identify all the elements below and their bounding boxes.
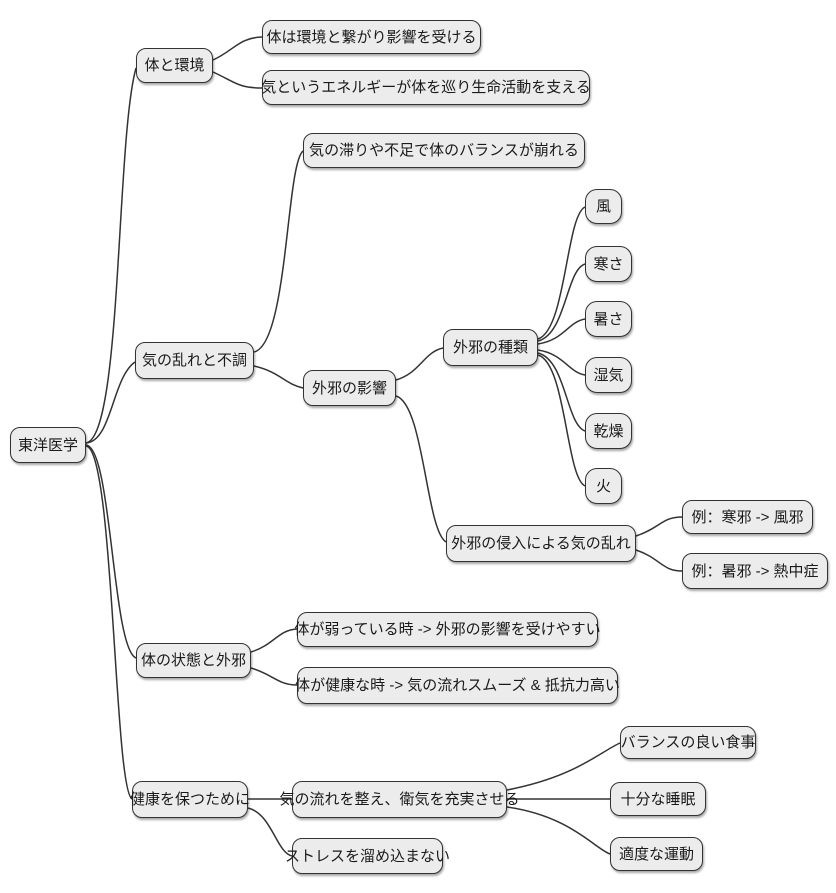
edge-heat — [537, 318, 586, 345]
node-eastern-medicine: 東洋医学 — [10, 427, 86, 463]
edge-body-env-2 — [212, 71, 263, 89]
node-balanced-diet: バランスの良い食事 — [620, 726, 756, 759]
edge-root-body-environment — [85, 67, 137, 444]
edge-weak-body — [250, 628, 298, 653]
node-cold: 寒さ — [585, 246, 632, 282]
node-qi-energy-life: 気というエネルギーが体を巡り生命活動を支える — [261, 70, 591, 105]
node-healthy-body: 体が健康な時 -> 気の流れスムーズ & 抵抗力高い — [295, 667, 620, 704]
edge-balanced-diet — [506, 742, 621, 791]
node-no-stress: ストレスを溜め込まない — [285, 838, 450, 874]
node-qi-stagnation-balance: 気の滞りや不足で体のバランスが崩れる — [303, 133, 585, 168]
edge-humidity — [537, 349, 586, 376]
node-qi-disorder: 気の乱れと不調 — [135, 342, 254, 379]
node-body-and-environment: 体と環境 — [136, 48, 213, 83]
node-dryness: 乾燥 — [585, 413, 632, 449]
edge-moderate-exercise — [506, 806, 611, 855]
node-weak-body: 体が弱っている時 -> 外邪の影響を受けやすい — [294, 612, 601, 647]
node-regulate-qi-flow: 気の流れを整え、衛気を充実させる — [280, 781, 520, 818]
node-external-evil-influence: 外邪の影響 — [303, 370, 396, 406]
edge-wind — [537, 206, 586, 340]
node-evil-invasion-qi-disorder: 外邪の侵入による気の乱れ — [446, 525, 636, 562]
node-humidity: 湿気 — [585, 357, 632, 393]
edge-body-env-1 — [212, 36, 263, 61]
node-example-heat-evil: 例：暑邪 -> 熱中症 — [682, 553, 828, 589]
node-enough-sleep: 十分な睡眠 — [610, 782, 706, 816]
edge-evil-invasion — [395, 395, 447, 543]
node-body-state-and-evil: 体の状態と外邪 — [136, 643, 251, 678]
node-keep-health: 健康を保つために — [130, 781, 250, 818]
edge-healthy-body — [250, 667, 298, 686]
edge-root-body-state — [85, 444, 137, 659]
node-body-connected-environment: 体は環境と繋がり影響を受ける — [262, 20, 481, 54]
edge-root-qi-disorder — [85, 361, 136, 444]
edge-fire — [537, 354, 586, 487]
edge-root-keep-health — [85, 445, 133, 800]
edge-example-heat — [635, 549, 683, 572]
node-moderate-exercise: 適度な運動 — [610, 837, 703, 871]
edge-dryness — [537, 352, 586, 432]
edge-evil-types — [395, 347, 444, 381]
node-example-cold-evil: 例：寒邪 -> 風邪 — [682, 500, 813, 534]
node-heat: 暑さ — [585, 301, 632, 337]
edge-cold — [537, 263, 586, 342]
node-wind: 風 — [585, 189, 622, 224]
edge-no-stress — [247, 807, 293, 857]
edge-evil-influence — [253, 365, 304, 389]
node-fire: 火 — [585, 468, 622, 504]
node-external-evil-types: 外邪の種類 — [443, 329, 538, 366]
edge-qi-stagnation — [253, 150, 304, 353]
edge-example-cold — [635, 516, 683, 537]
